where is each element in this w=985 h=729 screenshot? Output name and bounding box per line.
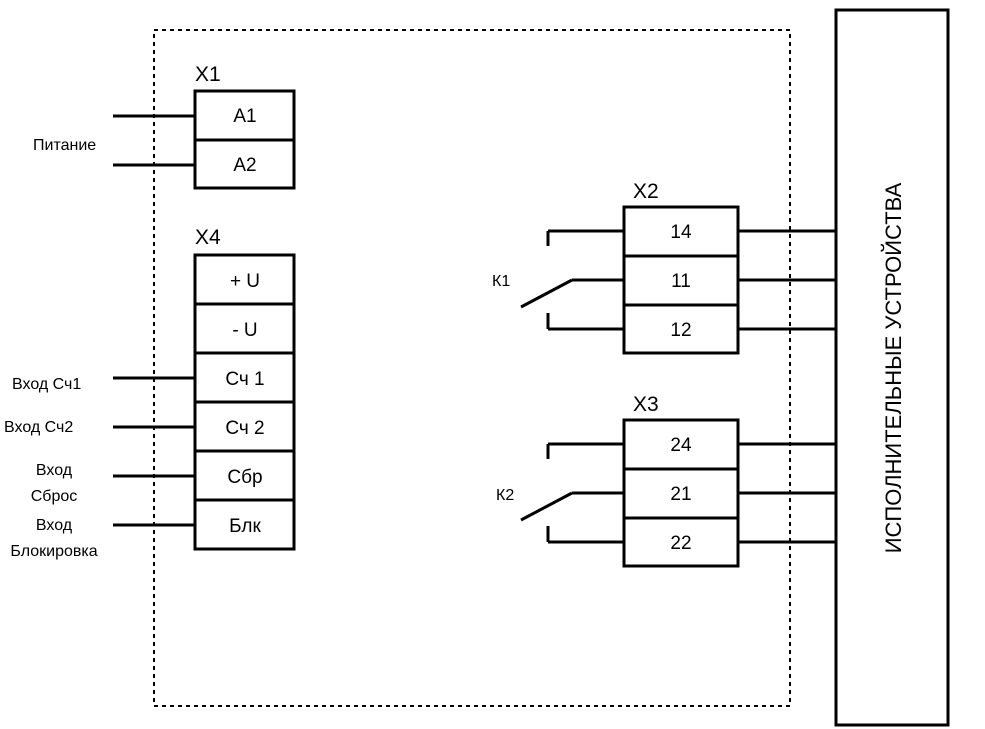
x3-terminal-21: 21 [670,484,691,505]
x3-title: X3 [633,393,659,416]
actuators-block: ИСПОЛНИТЕЛЬНЫЕ УСТРОЙСТВА [834,8,950,727]
actuators-title: ИСПОЛНИТЕЛЬНЫЕ УСТРОЙСТВА [881,182,906,553]
x1-terminal-a1: A1 [233,106,256,127]
input-reset-label-line2: Сброс [31,488,78,505]
x4-terminal-block: Блк [229,516,261,537]
power-label: Питание [33,137,96,154]
terminal-block-x3: X3 24 21 22 К2 [496,393,836,568]
x4-title: X4 [195,226,221,249]
x2-terminal-14: 14 [670,222,692,243]
relay-k1-contact [520,229,624,331]
x4-terminal-sch1: Сч 1 [225,369,264,390]
input-block-label-line2: Блокировка [10,543,97,560]
input-sch2-label: Вход Сч2 [4,419,73,436]
terminal-block-x2: X2 14 11 12 К1 [492,180,836,355]
relay-k2-contact [520,442,624,544]
x3-terminal-24: 24 [670,435,692,456]
x1-title: X1 [195,63,221,86]
input-block-label-line1: Вход [36,517,73,534]
x4-terminal-sch2: Сч 2 [225,418,264,439]
relay-k1-label: К1 [492,273,510,290]
relay-k2-label: К2 [496,487,514,504]
terminal-block-x1: X1 A1 A2 Питание [33,63,296,190]
x2-terminal-12: 12 [670,320,691,341]
x2-terminal-11: 11 [671,271,691,292]
terminal-block-x4: X4 + U - U Сч 1 Сч 2 Сбр Блк Вход Сч1 Вх… [4,226,296,560]
x1-terminal-a2: A2 [233,155,256,176]
input-reset-label-line1: Вход [36,462,73,479]
x4-terminal-reset: Сбр [227,467,262,488]
x4-terminal-plus-u: + U [230,271,260,292]
input-sch1-label: Вход Сч1 [12,376,81,393]
x3-terminal-22: 22 [670,533,691,554]
x2-title: X2 [633,180,659,203]
x4-terminal-minus-u: - U [232,320,257,341]
